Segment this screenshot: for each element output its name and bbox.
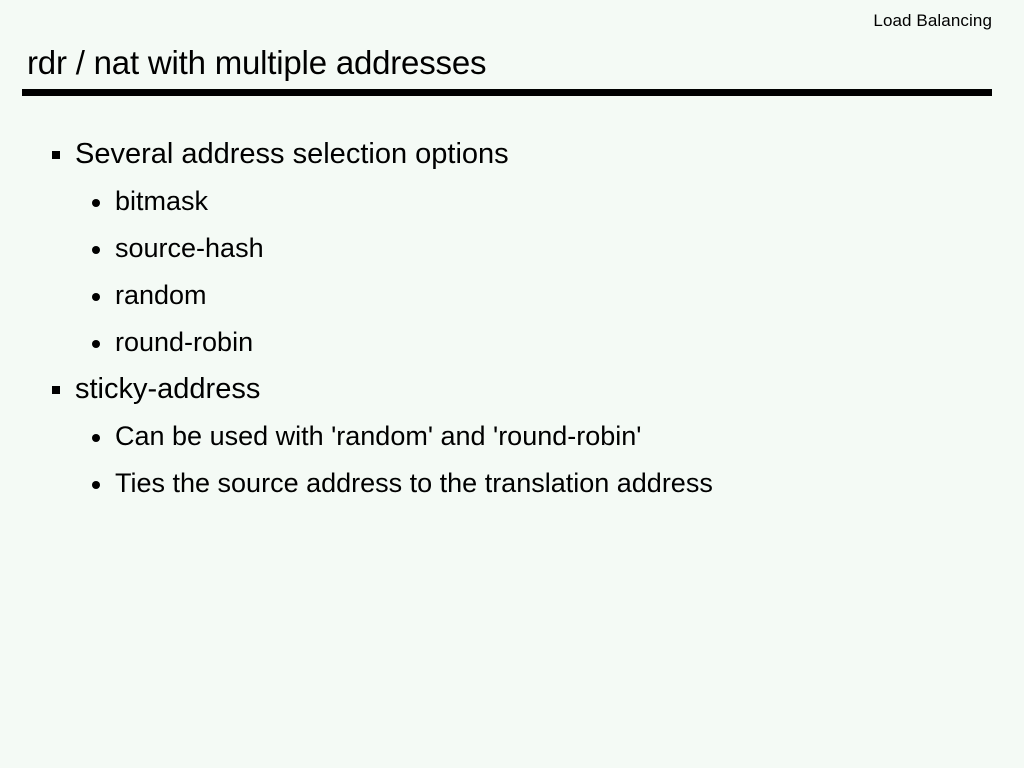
- round-bullet-icon: [92, 481, 100, 489]
- bullet-text: bitmask: [115, 186, 209, 216]
- slide-title: rdr / nat with multiple addresses: [27, 44, 487, 81]
- round-bullet-icon: [92, 246, 100, 254]
- bullet-list: Several address selection options bitmask…: [0, 131, 1024, 507]
- bullet-text: random: [115, 280, 207, 310]
- bullet-item: random: [0, 272, 1024, 319]
- bullet-text: sticky-address: [75, 373, 261, 405]
- bullet-text: Several address selection options: [75, 138, 509, 170]
- round-bullet-icon: [92, 434, 100, 442]
- square-bullet-icon: [52, 151, 60, 159]
- title-divider: [22, 89, 992, 96]
- bullet-item: bitmask: [0, 178, 1024, 225]
- slide-header-label: Load Balancing: [873, 11, 992, 30]
- bullet-text: Ties the source address to the translati…: [115, 468, 713, 498]
- round-bullet-icon: [92, 293, 100, 301]
- round-bullet-icon: [92, 340, 100, 348]
- bullet-item: Ties the source address to the translati…: [0, 460, 1024, 507]
- bullet-item: sticky-address: [0, 366, 1024, 413]
- square-bullet-icon: [52, 386, 60, 394]
- bullet-item: Can be used with 'random' and 'round-rob…: [0, 413, 1024, 460]
- bullet-text: Can be used with 'random' and 'round-rob…: [115, 421, 642, 451]
- bullet-text: source-hash: [115, 233, 264, 263]
- bullet-item: Several address selection options: [0, 131, 1024, 178]
- round-bullet-icon: [92, 199, 100, 207]
- bullet-item: round-robin: [0, 319, 1024, 366]
- bullet-text: round-robin: [115, 327, 254, 357]
- bullet-item: source-hash: [0, 225, 1024, 272]
- slide-body: Several address selection options bitmask…: [0, 131, 1024, 507]
